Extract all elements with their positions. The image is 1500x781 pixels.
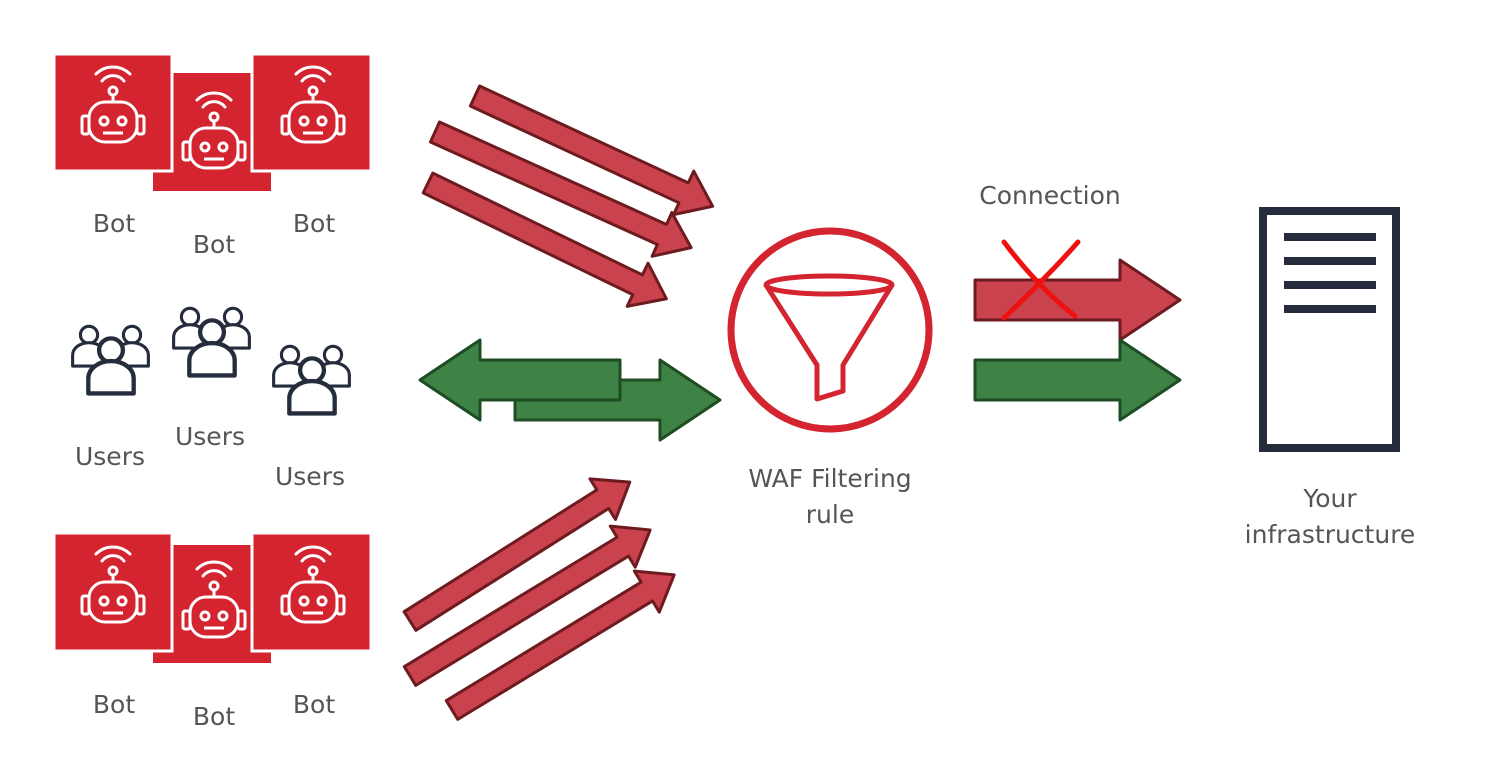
funnel-icon: [763, 273, 895, 402]
user-traffic-arrow-out: [418, 338, 622, 422]
users-label: Users: [274, 462, 345, 491]
users-group-icon: [73, 326, 149, 393]
bot-tile-bottom-right: [250, 531, 373, 653]
bot-group-bottom: [52, 531, 373, 663]
waf-filter: [727, 227, 933, 433]
users-group-icon: [174, 308, 250, 375]
bot-label: Bot: [192, 230, 236, 259]
server-document-icon: [1259, 207, 1400, 452]
users-label: Users: [174, 422, 245, 451]
blocked-connection-arrow: [973, 258, 1182, 342]
infrastructure-label: Your infrastructure: [1244, 484, 1416, 549]
bot-group-top: [52, 52, 373, 191]
bot-traffic-arrow: [428, 120, 693, 258]
bot-tile-top-right: [250, 52, 373, 173]
users-label: Users: [74, 442, 145, 471]
bot-label: Bot: [292, 690, 336, 719]
bot-label: Bot: [92, 209, 136, 238]
bot-traffic-arrow: [444, 569, 676, 721]
bot-traffic-arrow: [468, 84, 715, 217]
bot-label: Bot: [92, 690, 136, 719]
waf-ring: [727, 227, 933, 433]
bot-traffic-arrow: [421, 171, 668, 308]
bot-tile-top-left: [52, 52, 174, 173]
bot-traffic-arrow: [402, 524, 652, 687]
connection-label: Connection: [979, 181, 1121, 210]
bot-label: Bot: [192, 702, 236, 731]
bot-traffic-arrow: [402, 477, 632, 632]
waf-label: WAF Filtering rule: [748, 464, 912, 529]
users-group-icon: [274, 346, 350, 413]
allowed-connection-arrow: [973, 338, 1182, 422]
x-mark-icon: [1001, 239, 1081, 321]
bot-tile-bottom-left: [52, 531, 174, 653]
bot-label: Bot: [292, 209, 336, 238]
